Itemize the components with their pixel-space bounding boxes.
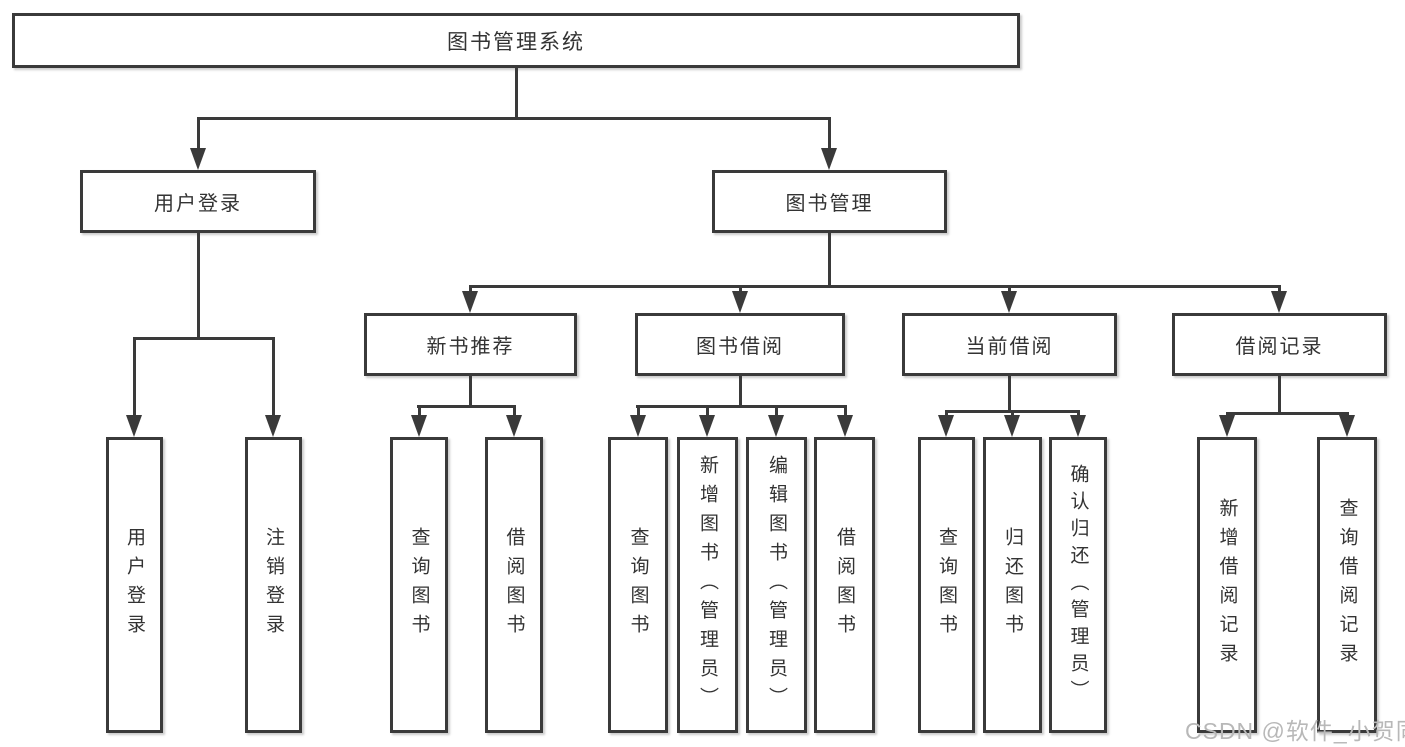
connector-line (706, 405, 709, 417)
connector-line (844, 405, 847, 417)
connector-line (739, 376, 742, 405)
leaf-borrow-query-book: 查询图书 (608, 437, 668, 733)
leaf-current-query-book: 查询图书 (918, 437, 975, 733)
arrowhead-down (411, 415, 427, 437)
connector-line (1011, 410, 1014, 419)
connector-line (945, 410, 948, 419)
node-borrow-record-label: 借阅记录 (1235, 336, 1324, 358)
node-current-borrow-label: 当前借阅 (965, 336, 1054, 358)
leaf-user-login-label: 用户登录 (124, 527, 145, 643)
connector-line (1278, 285, 1281, 293)
connector-line (636, 405, 846, 408)
arrowhead-down (1070, 415, 1086, 437)
arrowhead-down (837, 415, 853, 437)
connector-line (1008, 285, 1011, 293)
leaf-borrow-edit-book: 编辑图书（管理员） (746, 437, 807, 733)
arrowhead-down (190, 148, 206, 170)
connector-line (1278, 376, 1281, 412)
leaf-current-return-book-label: 归还图书 (1002, 527, 1023, 643)
arrowhead-down (126, 415, 142, 437)
connector-line (828, 117, 831, 150)
arrowhead-down (1004, 415, 1020, 437)
leaf-record-query-label: 查询借阅记录 (1336, 498, 1358, 672)
leaf-logout: 注销登录 (245, 437, 302, 733)
leaf-borrow-borrow-book: 借阅图书 (814, 437, 875, 733)
leaf-current-return-book: 归还图书 (983, 437, 1042, 733)
arrowhead-down (506, 415, 522, 437)
connector-line (469, 285, 472, 293)
arrowhead-down (699, 415, 715, 437)
connector-line (197, 117, 200, 150)
leaf-newbook-query-book: 查询图书 (390, 437, 448, 733)
leaf-borrow-borrow-book-label: 借阅图书 (834, 527, 855, 643)
connector-line (1226, 412, 1349, 415)
connector-line (133, 337, 275, 340)
arrowhead-down (938, 415, 954, 437)
node-new-book-recommend-label: 新书推荐 (426, 336, 515, 358)
connector-line (1008, 376, 1011, 410)
leaf-current-confirm-return: 确认归还（管理员） (1049, 437, 1107, 733)
connector-line (418, 405, 421, 417)
csdn-watermark: CSDN @软件_小贺同学 (1185, 718, 1405, 744)
leaf-user-login: 用户登录 (106, 437, 163, 733)
leaf-current-confirm-return-label: 确认归还（管理员） (1067, 463, 1089, 707)
connector-line (133, 337, 136, 417)
connector-line (469, 285, 1281, 288)
connector-line (469, 376, 472, 405)
leaf-newbook-borrow-book: 借阅图书 (485, 437, 543, 733)
leaf-current-query-book-label: 查询图书 (936, 527, 957, 643)
node-book-borrow-label: 图书借阅 (696, 336, 784, 358)
node-user-login-label: 用户登录 (154, 193, 242, 215)
arrowhead-down (1219, 415, 1235, 437)
connector-line (1077, 410, 1080, 419)
arrowhead-down (462, 291, 478, 313)
leaf-logout-label: 注销登录 (263, 527, 284, 643)
arrowhead-down (1339, 415, 1355, 437)
arrowhead-down (1001, 291, 1017, 313)
leaf-record-query: 查询借阅记录 (1317, 437, 1377, 733)
node-user-login: 用户登录 (80, 170, 316, 233)
node-root: 图书管理系统 (12, 13, 1020, 68)
node-root-label: 图书管理系统 (447, 30, 585, 54)
arrowhead-down (630, 415, 646, 437)
connector-line (775, 405, 778, 417)
node-new-book-recommend: 新书推荐 (364, 313, 577, 376)
node-borrow-record: 借阅记录 (1172, 313, 1387, 376)
leaf-record-add: 新增借阅记录 (1197, 437, 1257, 733)
arrowhead-down (821, 148, 837, 170)
connector-line (513, 405, 516, 417)
node-book-management: 图书管理 (712, 170, 947, 233)
arrowhead-down (768, 415, 784, 437)
leaf-borrow-add-book-label: 新增图书（管理员） (697, 454, 718, 716)
connector-line (272, 337, 275, 417)
arrowhead-down (265, 415, 281, 437)
node-book-management-label: 图书管理 (785, 193, 874, 215)
connector-line (197, 233, 200, 337)
leaf-borrow-add-book: 新增图书（管理员） (677, 437, 738, 733)
leaf-newbook-borrow-book-label: 借阅图书 (503, 527, 525, 643)
leaf-borrow-query-book-label: 查询图书 (627, 527, 649, 643)
connector-line (197, 117, 831, 120)
arrowhead-down (1271, 291, 1287, 313)
connector-line (739, 285, 742, 293)
connector-line (828, 233, 831, 285)
connector-line (515, 68, 518, 117)
leaf-newbook-query-book-label: 查询图书 (408, 527, 430, 643)
node-book-borrow: 图书借阅 (635, 313, 845, 376)
node-current-borrow: 当前借阅 (902, 313, 1117, 376)
leaf-borrow-edit-book-label: 编辑图书（管理员） (766, 454, 787, 716)
connector-line (417, 405, 516, 408)
connector-line (637, 405, 640, 417)
leaf-record-add-label: 新增借阅记录 (1216, 498, 1238, 672)
arrowhead-down (732, 291, 748, 313)
